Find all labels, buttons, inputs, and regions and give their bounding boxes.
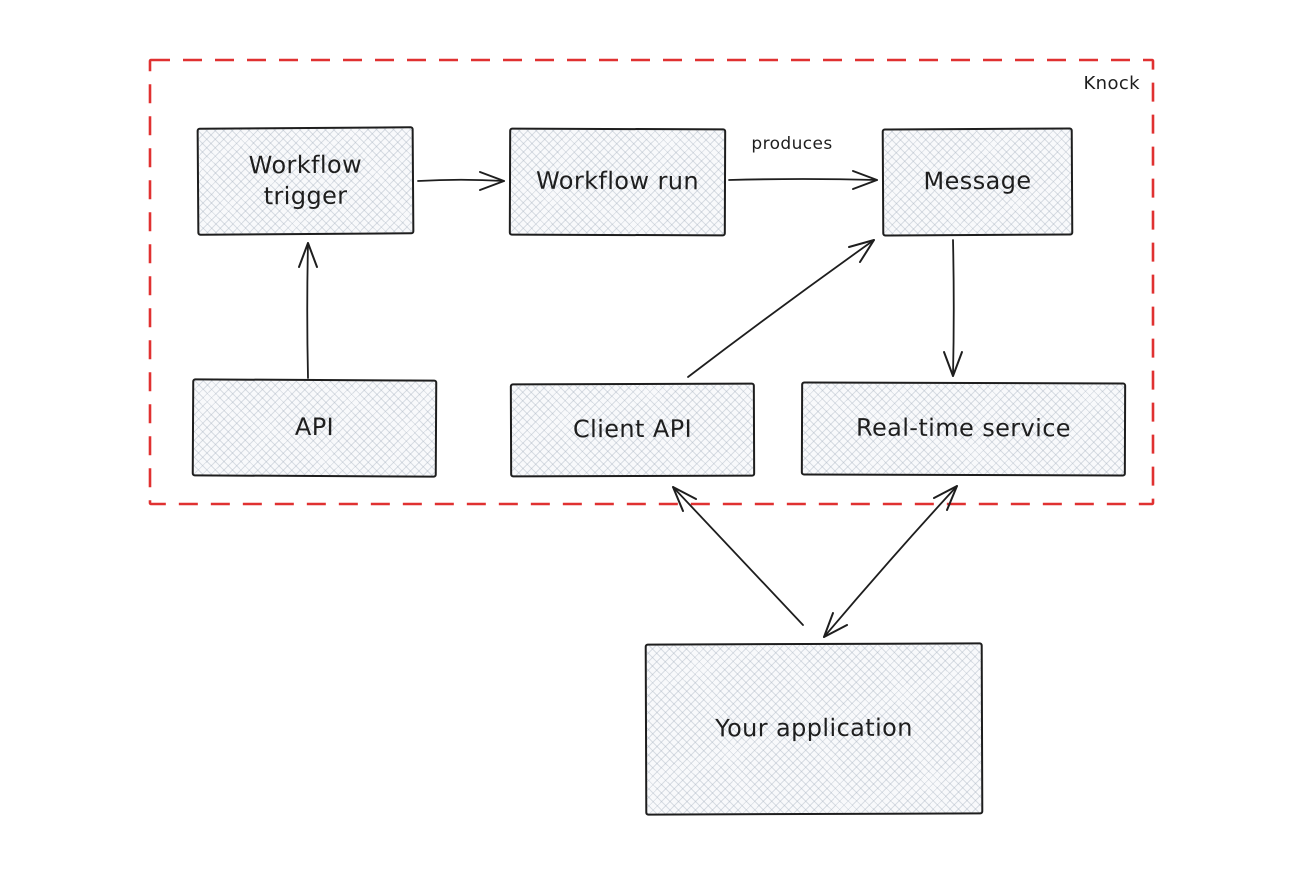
arrow-application-to-client-api	[672, 486, 804, 626]
node-your-application-label: Your application	[715, 714, 913, 743]
arrow-realtime-application-bidirectional	[823, 485, 958, 638]
boundary-label-knock: Knock	[1083, 73, 1140, 94]
node-workflow-run-label: Workflow run	[535, 167, 700, 196]
node-realtime-service: Real-time service	[800, 381, 1127, 477]
edge-label-produces: produces	[751, 134, 833, 154]
node-client-api: Client API	[509, 382, 756, 478]
node-workflow-trigger: Workflow trigger	[196, 126, 415, 236]
node-client-api-label: Client API	[572, 415, 693, 444]
node-realtime-service-label: Real-time service	[855, 414, 1072, 443]
node-your-application: Your application	[644, 642, 984, 816]
arrow-trigger-to-run	[417, 171, 505, 191]
arrow-run-to-message	[728, 170, 878, 190]
node-message: Message	[881, 127, 1074, 237]
arrow-client-api-to-message	[687, 239, 875, 378]
node-workflow-run: Workflow run	[508, 127, 727, 237]
node-workflow-trigger-label: Workflow trigger	[248, 150, 363, 211]
node-api: API	[191, 378, 438, 478]
node-api-label: API	[294, 413, 335, 442]
arrow-message-to-realtime	[943, 239, 963, 377]
arrow-api-to-trigger	[298, 242, 318, 379]
node-message-label: Message	[923, 167, 1032, 196]
